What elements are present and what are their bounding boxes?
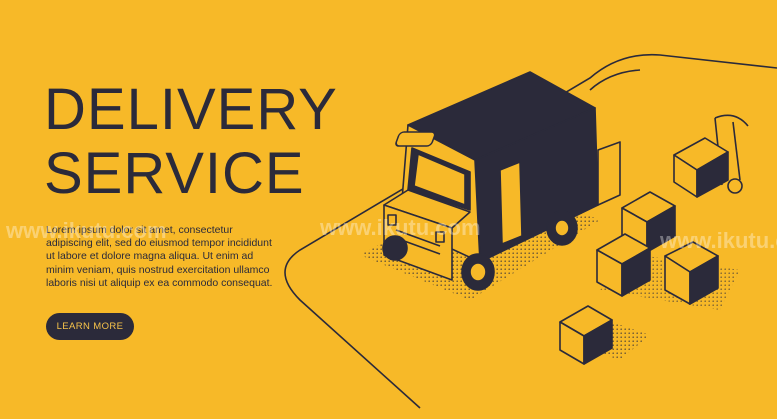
learn-more-button[interactable]: LEARN MORE [46, 313, 134, 340]
box-icon [596, 233, 651, 297]
headline-line-1: DELIVERY [44, 77, 338, 142]
box-icon [559, 305, 613, 365]
box-stack [559, 137, 729, 365]
headline: DELIVERY SERVICE [44, 78, 338, 206]
headline-line-2: SERVICE [44, 141, 305, 206]
delivery-illustration [284, 53, 777, 409]
body-text: Lorem ipsum dolor sit amet, consectetur … [46, 224, 273, 289]
delivery-van-icon [382, 71, 621, 291]
box-icon [673, 137, 729, 198]
box-icon [664, 241, 719, 305]
